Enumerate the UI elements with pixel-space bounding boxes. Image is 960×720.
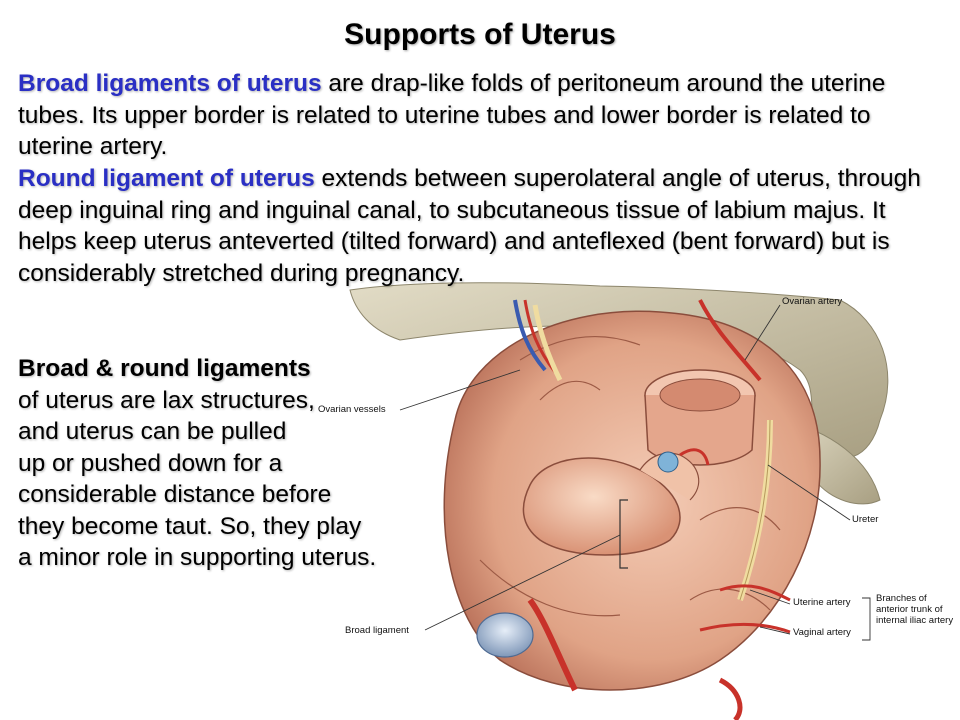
term-broad-ligament: Broad ligaments of uterus [18,70,322,97]
slide-title: Supports of Uterus [344,18,616,51]
paragraph-round-ligament: Round ligament of uterus extends between… [18,163,948,289]
paragraph3-line: considerable distance before [18,481,332,508]
label-broad-ligament: Broad ligament [345,625,409,636]
label-uterine-artery: Uterine artery [793,597,851,608]
term-round-ligament: Round ligament of uterus [18,165,315,192]
ovarian-artery-right [698,299,762,382]
paragraph2-text: extends between superolateral angle of u… [18,165,921,287]
broad-ligament-bracket [619,499,628,569]
label-ovarian-artery: Ovarian artery [782,296,843,307]
paragraph3-line: they become taut. So, they play [18,512,362,540]
label-ureter: Ureter [852,514,879,525]
paragraph3-line: a minor role in supporting uterus. [18,544,377,571]
ovarian-vein [513,299,547,372]
paragraph1-text: are drap-like folds of peritoneum around… [18,70,886,160]
label-branches: Branches of anterior trunk of internal i… [876,593,954,626]
paragraph3-heading: Broad & round ligaments [18,355,311,382]
uterus [522,457,681,556]
paragraph-lax-structures: Broad & round ligaments of uterus are la… [18,353,458,574]
vaginal-artery [699,622,791,634]
paragraph-broad-ligament: Broad ligaments of uterus are drap-like … [18,68,948,163]
bladder [476,612,534,658]
ovarian-artery-left [523,299,557,373]
paragraph3-line: up or pushed down for a [18,449,283,477]
uterine-artery [719,584,791,602]
paragraph3-line: of uterus are lax structures, [18,386,315,414]
label-vaginal-artery: Vaginal artery [793,627,851,638]
label-ovarian-vessels: Ovarian vessels [318,404,386,415]
paragraph3-line: and uterus can be pulled [18,418,287,445]
